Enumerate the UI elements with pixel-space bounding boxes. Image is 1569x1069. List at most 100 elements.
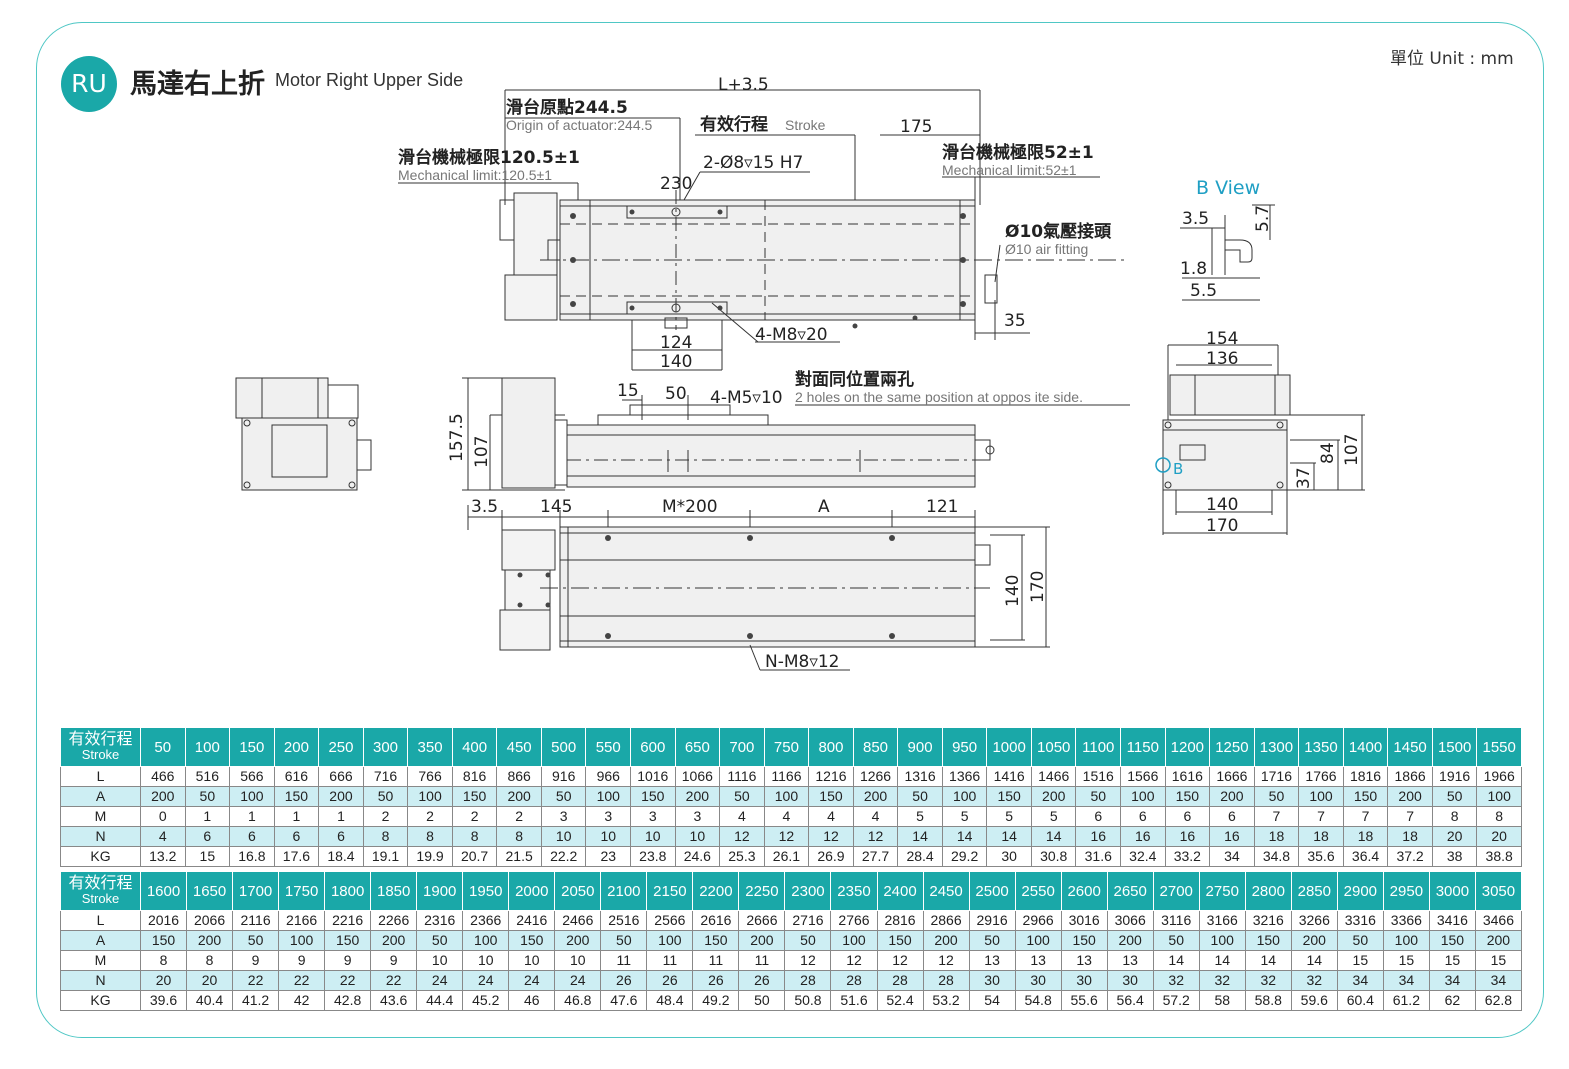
table-cell: 13	[1106, 950, 1154, 971]
table-cell: 200	[852, 786, 899, 807]
stroke-value-cell: 2850	[1290, 871, 1338, 911]
stroke-value-cell: 400	[451, 727, 498, 767]
table-cell: 24	[416, 970, 464, 991]
table-cell: 9	[370, 950, 418, 971]
stroke-value-cell: 950	[941, 727, 988, 767]
table-cell: 1316	[897, 766, 943, 787]
table-cell: 10	[508, 950, 556, 971]
table-cell: 34	[1474, 970, 1522, 991]
table-cell: 200	[186, 930, 234, 951]
table-cell: 18	[1342, 826, 1389, 847]
table-cell: 1116	[719, 766, 765, 787]
table-cell: 30.8	[1030, 846, 1077, 867]
table-cell: 53.2	[922, 990, 970, 1011]
table-cell: 54.8	[1014, 990, 1062, 1011]
stroke-value-cell: 1200	[1164, 727, 1211, 767]
air-fitting-zh: Ø10氣壓接頭	[1005, 221, 1112, 242]
table-cell: 38.8	[1476, 846, 1522, 867]
table-cell: 150	[1342, 786, 1389, 807]
table-cell: 2716	[784, 910, 832, 931]
stroke-value-cell: 300	[362, 727, 409, 767]
table-cell: 200	[1106, 930, 1154, 951]
table-cell: 26.1	[763, 846, 810, 867]
dim-157-5: 157.5	[447, 413, 467, 462]
table-cell: 30	[1106, 970, 1154, 991]
table-cell: 22	[278, 970, 326, 991]
table-cell: 15	[1474, 950, 1522, 971]
table-cell: 100	[941, 786, 988, 807]
stroke-value-cell: 700	[719, 727, 765, 767]
dim-84: 84	[1318, 442, 1338, 464]
model-badge: RU	[61, 56, 117, 112]
table-cell: 47.6	[600, 990, 648, 1011]
table-cell: 1866	[1387, 766, 1433, 787]
table-cell: 30	[1014, 970, 1062, 991]
stroke-label-en: Stroke	[785, 117, 826, 133]
table-cell: 100	[407, 786, 453, 807]
dim-37: 37	[1294, 467, 1314, 489]
table-cell: 41.2	[232, 990, 280, 1011]
stroke-value-cell: 2300	[784, 871, 832, 911]
table-cell: 2566	[646, 910, 694, 931]
table-cell: 4	[852, 806, 899, 827]
stroke-value-cell: 2600	[1060, 871, 1108, 911]
table-cell: 2966	[1014, 910, 1062, 931]
stroke-value-cell: 600	[630, 727, 676, 767]
table-cell: 24	[508, 970, 556, 991]
table-cell: 8	[1476, 806, 1522, 827]
stroke-value-cell: 2950	[1382, 871, 1430, 911]
table-cell: 3	[630, 806, 676, 827]
table-cell: 716	[362, 766, 409, 787]
stroke-value-cell: 1650	[186, 871, 234, 911]
table-cell: 20	[139, 970, 188, 991]
table-cell: 32	[1152, 970, 1200, 991]
b-dim-18: 1.8	[1180, 259, 1207, 279]
table-cell: 150	[139, 930, 188, 951]
table-cell: 62	[1428, 990, 1476, 1011]
page-frame	[36, 22, 1544, 1038]
table-cell: 4	[719, 806, 765, 827]
table-cell: 100	[1120, 786, 1166, 807]
table-cell: 14	[941, 826, 988, 847]
stroke-value-cell: 1150	[1120, 727, 1166, 767]
table-cell: 20	[186, 970, 234, 991]
dim-230: 230	[660, 174, 692, 194]
table-cell: 16	[1164, 826, 1211, 847]
table-cell: 18	[1253, 826, 1300, 847]
technical-drawing: L+3.5 滑台原點244.5 Origin of actuator:244.5…	[235, 75, 1365, 672]
table-cell: 100	[1476, 786, 1522, 807]
stroke-value-cell: 50	[140, 727, 186, 767]
table-cell: 32	[1244, 970, 1292, 991]
table-cell: 10	[585, 826, 632, 847]
stroke-value-cell: 1950	[462, 871, 510, 911]
table-cell: 37.2	[1387, 846, 1433, 867]
table-cell: 13	[968, 950, 1016, 971]
table-cell: 150	[808, 786, 854, 807]
table-cell: 2416	[508, 910, 556, 931]
table-cell: 11	[692, 950, 740, 971]
table-cell: 566	[229, 766, 275, 787]
table-cell: 52.4	[876, 990, 924, 1011]
stroke-value-cell: 800	[808, 727, 854, 767]
table-cell: 14	[1244, 950, 1292, 971]
table-cell: 3	[540, 806, 587, 827]
table-cell: 200	[140, 786, 186, 807]
table-cell: 30	[986, 846, 1032, 867]
table-cell: 23.8	[630, 846, 676, 867]
table-cell: 1216	[808, 766, 854, 787]
table-cell: 5	[1030, 806, 1077, 827]
stroke-value-cell: 1850	[370, 871, 418, 911]
table-cell: 2116	[232, 910, 280, 931]
table-cell: 15	[184, 846, 231, 867]
row-label: KG	[60, 846, 141, 867]
unit-label: 單位 Unit : mm	[1390, 49, 1514, 69]
dim-154: 154	[1206, 329, 1238, 349]
table-cell: 13.2	[140, 846, 186, 867]
row-label: L	[60, 766, 141, 787]
table-cell: 150	[451, 786, 498, 807]
